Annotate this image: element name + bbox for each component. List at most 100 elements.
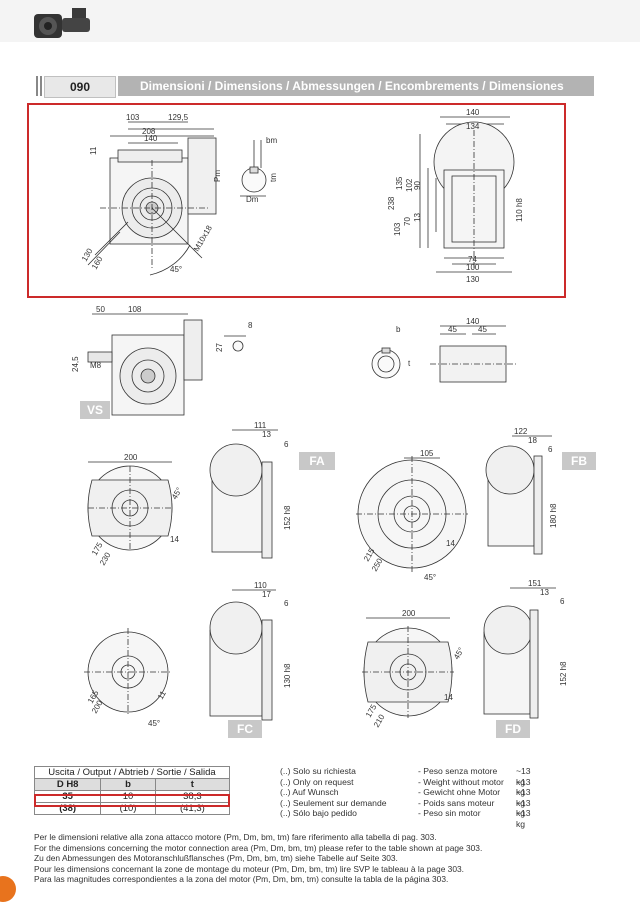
dim-fa-230: 230 xyxy=(98,550,113,567)
fd-flange-view xyxy=(362,587,556,719)
weight-label: - Gewicht ohne Motor xyxy=(418,787,501,797)
highlight-frame-main xyxy=(27,103,566,298)
weight-value: ~13 kg xyxy=(516,808,531,829)
dim-side-238: 238 xyxy=(387,196,396,210)
dim-shaft-140: 140 xyxy=(466,317,480,326)
dim-fa-14: 14 xyxy=(170,535,179,544)
footer-line: Per le dimensioni relative alla zona att… xyxy=(34,832,437,842)
dim-side-140: 140 xyxy=(466,108,480,117)
weight-label: - Peso senza motore xyxy=(418,766,498,776)
dim-side-130: 130 xyxy=(466,275,480,284)
output-shaft-detail xyxy=(371,325,516,383)
dim-vs-24-5: 24,5 xyxy=(71,356,80,372)
dim-side-134: 134 xyxy=(466,122,480,131)
note-line: (..) Solo su richiesta xyxy=(280,766,356,776)
dim-140: 140 xyxy=(144,134,158,143)
col-header-b: b xyxy=(100,778,156,791)
dim-side-70: 70 xyxy=(403,217,412,226)
section-header: 090 Dimensioni / Dimensions / Abmessunge… xyxy=(36,76,594,98)
dim-fa-45: 45° xyxy=(170,486,184,501)
weight-value: ~13 kg xyxy=(516,797,531,819)
note-line: (..) Auf Wunsch xyxy=(280,787,339,797)
dim-fc-6: 6 xyxy=(284,599,289,608)
dim-160: 160 xyxy=(90,254,105,271)
dim-fb-18: 18 xyxy=(528,436,537,445)
weight-line: - Gewicht ohne Motor ~13 kg xyxy=(418,787,531,808)
dim-208: 208 xyxy=(142,127,156,136)
dim-pm: Pm xyxy=(213,170,222,182)
vs-view xyxy=(87,313,246,416)
note-line: (..) Seulement sur demande xyxy=(280,797,387,808)
dim-m10: M10x18 xyxy=(192,223,214,253)
note-line: (..) Only on request xyxy=(280,776,354,787)
request-notes: (..) Solo su richiesta (..) Only on requ… xyxy=(280,766,387,819)
fc-flange-view xyxy=(84,589,276,721)
dim-vs-m8: M8 xyxy=(90,361,102,370)
note-line: (..) Sólo bajo pedido xyxy=(280,808,357,818)
dim-fb-122: 122 xyxy=(514,427,528,436)
label-fb: FB xyxy=(562,452,596,470)
dim-vs-8: 8 xyxy=(248,321,253,330)
label-fc: FC xyxy=(228,720,262,738)
dim-bm: bm xyxy=(266,136,277,145)
dim-fa-111: 111 xyxy=(254,421,267,430)
fb-flange-view xyxy=(356,435,552,572)
label-vs: VS xyxy=(80,401,110,419)
section-title: Dimensioni / Dimensions / Abmessungen / … xyxy=(118,76,594,96)
weight-label: - Peso sin motor xyxy=(418,808,481,818)
dim-103: 103 xyxy=(126,113,140,122)
dim-vs-50: 50 xyxy=(96,305,105,314)
dim-11: 11 xyxy=(89,146,98,155)
weight-line: - Peso sin motor ~13 kg xyxy=(418,808,531,829)
dim-fc-110: 110 xyxy=(254,581,267,590)
output-table: Uscita / Output / Abtrieb / Sortie / Sal… xyxy=(33,766,231,815)
dim-fc-130: 130 h8 xyxy=(283,663,292,688)
dim-side-135: 135 xyxy=(395,176,404,190)
dim-fd-152: 152 h8 xyxy=(559,661,568,686)
dim-fd-6: 6 xyxy=(560,597,565,606)
dim-vs-108: 108 xyxy=(128,305,142,314)
dim-fa-6: 6 xyxy=(284,440,289,449)
dim-fd-13: 13 xyxy=(540,588,549,597)
weight-list: - Peso senza motore~13 kg - Weight witho… xyxy=(418,766,531,829)
motor-shaft-detail xyxy=(240,140,267,197)
main-side-view xyxy=(419,116,515,273)
label-fa: FA xyxy=(299,452,335,470)
dim-vs-27: 27 xyxy=(215,343,224,352)
weight-line: - Peso senza motore ~13 kg xyxy=(418,766,531,787)
weight-value: ~13 kg xyxy=(516,776,531,798)
col-header-t: t xyxy=(154,778,231,791)
weight-value: ~13 kg xyxy=(516,766,531,787)
dim-129-5: 129,5 xyxy=(168,113,189,122)
dim-45deg: 45° xyxy=(170,265,182,274)
footer-line: Pour les dimensions concernant la zone d… xyxy=(34,863,464,874)
weight-line: - Poids sans moteur ~13 kg xyxy=(418,797,531,819)
dim-fb-45: 45° xyxy=(424,573,436,582)
dim-fd-210: 210 xyxy=(372,712,387,729)
dim-side-102: 102 xyxy=(405,178,414,192)
dim-side-90: 90 xyxy=(413,181,422,190)
dim-fb-14: 14 xyxy=(446,539,455,548)
top-strip xyxy=(0,0,640,42)
highlight-frame-row xyxy=(34,794,230,807)
dim-fd-200: 200 xyxy=(402,609,416,618)
dim-fb-180: 180 h8 xyxy=(549,503,558,528)
weight-value: ~13 kg xyxy=(516,787,531,808)
dim-shaft-45b: 45 xyxy=(478,325,487,334)
dim-fd-45: 45° xyxy=(452,646,466,661)
dim-fa-13: 13 xyxy=(262,430,271,439)
dim-fd-14: 14 xyxy=(444,693,453,702)
table-row: 35 10 38,3 xyxy=(33,790,231,803)
dim-dm: Dm xyxy=(246,195,259,204)
dim-fa-200: 200 xyxy=(124,453,138,462)
col-header-d: D H8 xyxy=(33,778,102,791)
dim-fb-6: 6 xyxy=(548,445,553,454)
dim-shaft-45a: 45 xyxy=(448,325,457,334)
dim-tm: tm xyxy=(269,173,278,182)
model-code: 090 xyxy=(44,76,116,98)
weight-label: - Poids sans moteur xyxy=(418,797,495,808)
main-front-view xyxy=(87,121,217,276)
dim-shaft-b: b xyxy=(396,325,401,334)
output-table-caption: Uscita / Output / Abtrieb / Sortie / Sal… xyxy=(34,766,230,779)
